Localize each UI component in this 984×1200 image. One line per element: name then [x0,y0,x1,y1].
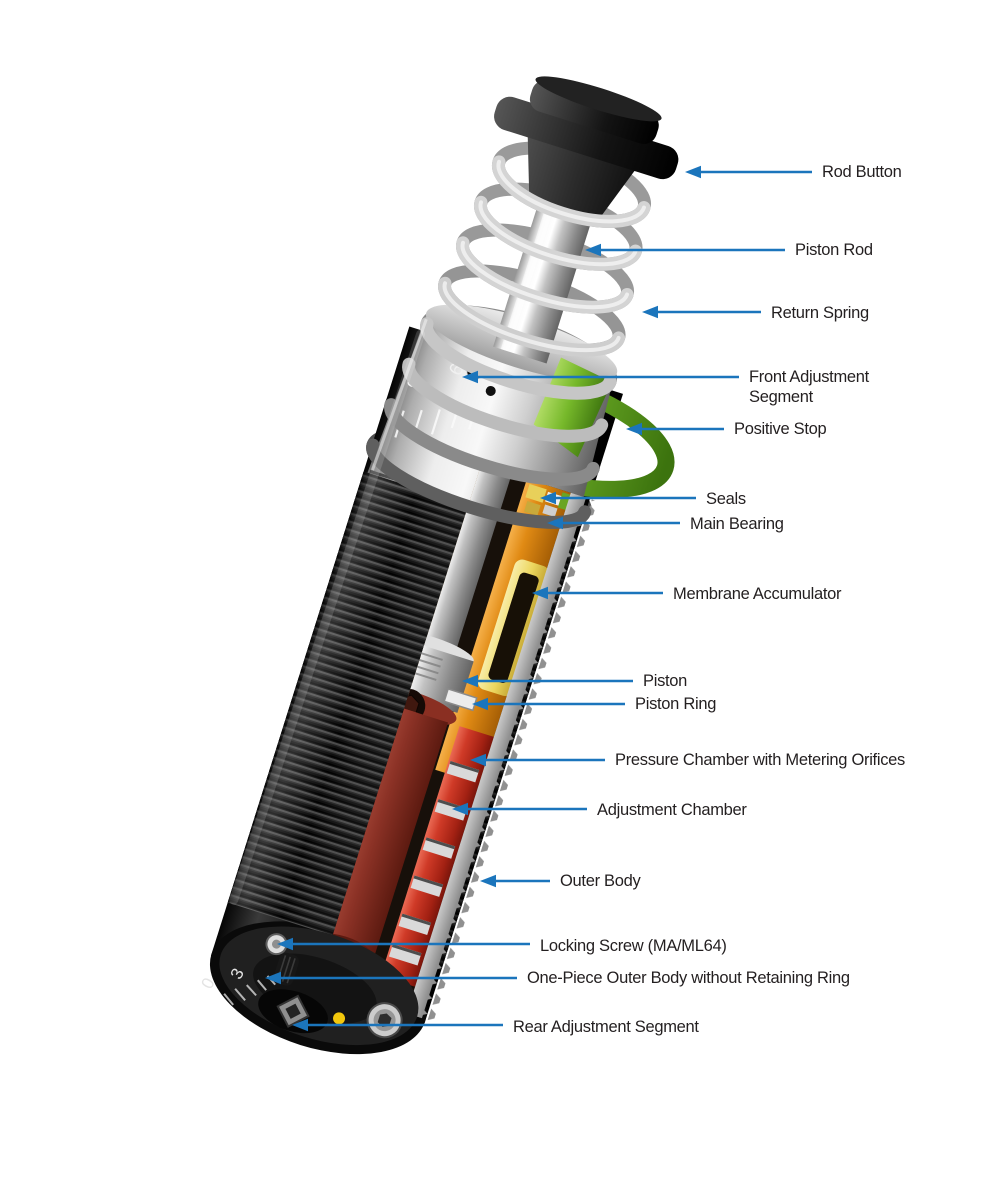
rear-cap: 0 3 [197,926,419,1046]
callout-label-membrane-accumulator: Membrane Accumulator [673,585,842,603]
rod-button [494,76,679,226]
callout-arrow-adjustment-chamber [452,802,587,816]
callout-arrow-locking-screw [277,937,530,951]
callout-arrow-rear-adjustment-segment [292,1018,503,1032]
callout-arrow-outer-body [480,874,550,888]
callout-label-rear-adjustment-segment: Rear Adjustment Segment [513,1018,699,1036]
callout-arrow-front-adjustment-segment [462,370,739,384]
piston-rod [493,176,601,364]
callout-label-piston-ring: Piston Ring [635,695,717,713]
callout-arrow-membrane-accumulator [532,586,663,600]
callout-arrow-piston [462,674,633,688]
callout-label-one-piece-outer-body: One-Piece Outer Body without Retaining R… [527,969,850,987]
callout-arrow-return-spring [642,305,761,319]
return-spring-front [366,155,651,529]
callout-label-positive-stop: Positive Stop [734,420,827,438]
callout-label-piston: Piston [643,672,688,690]
callout-arrow-piston-ring [472,697,625,711]
callout-label-seals: Seals [706,490,746,508]
callout-label-main-bearing: Main Bearing [690,515,784,533]
yellow-dot-marker [333,1012,346,1025]
callout-label-adjustment-chamber: Adjustment Chamber [597,801,747,819]
callout-arrow-positive-stop [626,422,724,436]
callout-label-front-adjustment-segment: Front Adjustment Segment [749,368,869,406]
callout-label-pressure-chamber: Pressure Chamber with Metering Orifices [615,751,905,769]
rear-adjustment-socket [258,989,328,1034]
callout-label-rod-button: Rod Button [822,163,902,181]
callout-arrow-main-bearing [547,516,680,530]
callout-label-outer-body: Outer Body [560,872,641,890]
membrane-accumulator [477,559,550,697]
callout-arrow-pressure-chamber [470,753,605,767]
callout-arrow-piston-rod [585,243,785,257]
body-left-highlight [229,329,426,905]
collar-left-highlight [371,318,428,471]
callout-arrow-seals [540,491,696,505]
callout-label-return-spring: Return Spring [771,304,869,322]
callout-arrow-one-piece-outer-body [265,971,517,985]
callout-label-piston-rod: Piston Rod [795,241,873,259]
callout-arrows [265,165,812,1032]
callout-arrow-rod-button [685,165,812,179]
metering-orifices [388,761,480,966]
callout-label-locking-screw: Locking Screw (MA/ML64) [540,937,727,955]
